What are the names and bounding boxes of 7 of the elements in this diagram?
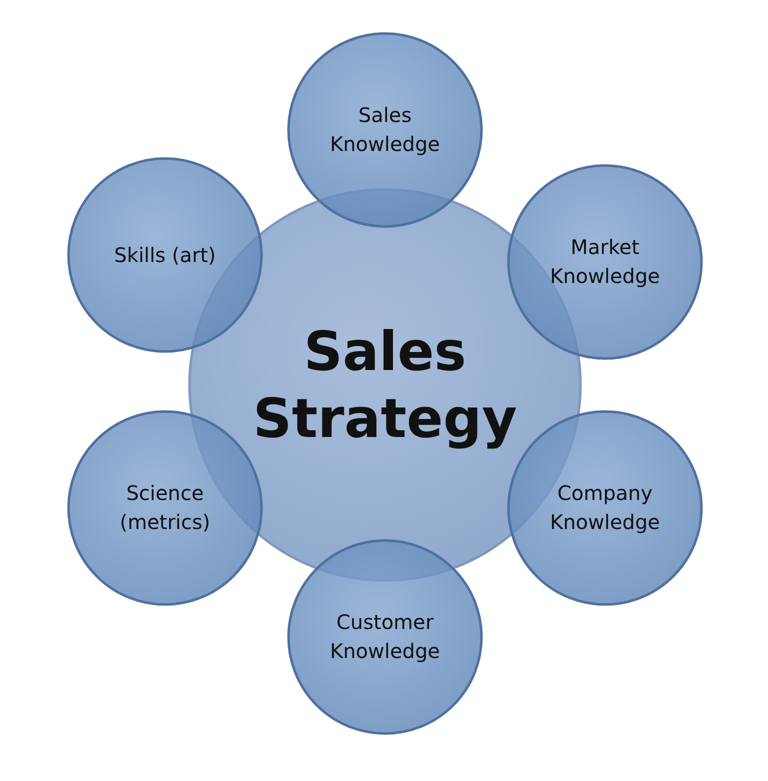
topic-label: Science (metrics) (118, 480, 212, 536)
topic-label: Market Knowledge (549, 234, 661, 290)
center-title: Sales Strategy (252, 318, 518, 452)
topic-label: Sales Knowledge (329, 102, 441, 158)
topic-label: Company Knowledge (549, 480, 661, 536)
topic-label: Skills (art) (114, 242, 216, 268)
topic-label: Customer Knowledge (329, 609, 441, 665)
